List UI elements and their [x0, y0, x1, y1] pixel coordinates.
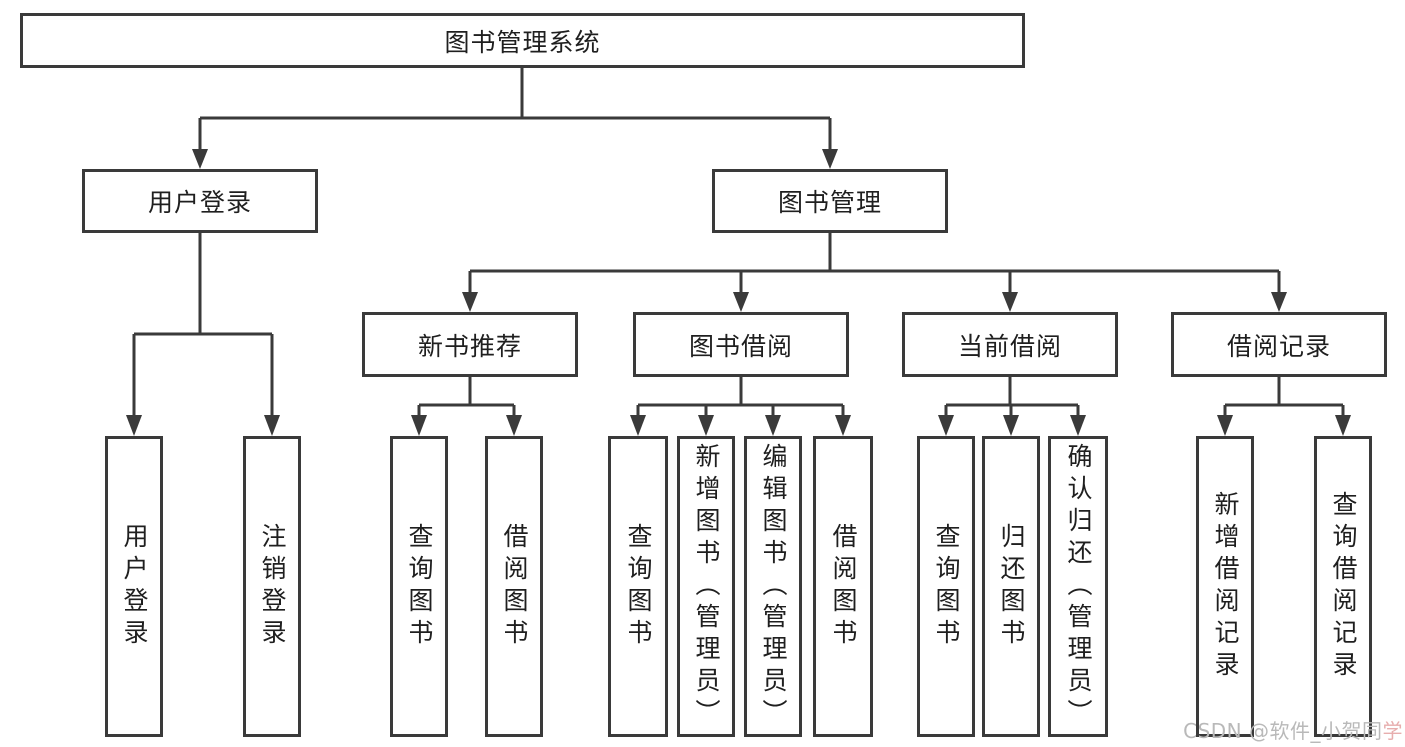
watermark-text: CSDN @软件_小贺同 [1183, 719, 1383, 743]
connector-root-to-level2 [192, 68, 838, 169]
connector-book-management-children [462, 233, 1287, 312]
arrow-down-icon [1217, 415, 1233, 436]
watermark: CSDN @软件_小贺同学 [1183, 715, 1403, 744]
node-root: 图书管理系统 [20, 13, 1025, 68]
arrow-down-icon [938, 415, 954, 436]
arrow-down-icon [1003, 415, 1019, 436]
arrow-down-icon [835, 415, 851, 436]
node-cb-confirm-return: 确认归还（管理员） [1048, 436, 1108, 737]
node-cb-return-book: 归还图书 [982, 436, 1040, 737]
arrow-down-icon [506, 415, 522, 436]
arrow-down-icon [192, 149, 208, 169]
node-bb-query-book: 查询图书 [608, 436, 668, 737]
connector-user-login-children [126, 233, 280, 436]
node-current-borrow: 当前借阅 [902, 312, 1118, 377]
node-br-add-record: 新增借阅记录 [1196, 436, 1254, 737]
node-cb-query-book: 查询图书 [917, 436, 975, 737]
node-login: 用户登录 [105, 436, 163, 737]
watermark-text-accent: 学 [1382, 719, 1403, 743]
node-bb-add-book: 新增图书（管理员） [677, 436, 735, 737]
arrow-down-icon [733, 292, 749, 312]
node-user-login: 用户登录 [82, 169, 318, 233]
arrow-down-icon [411, 415, 427, 436]
connector-book-borrow-children [630, 377, 851, 436]
connector-new-book-recommend-children [411, 377, 522, 436]
node-br-query-record: 查询借阅记录 [1314, 436, 1372, 737]
arrow-down-icon [1271, 292, 1287, 312]
arrow-down-icon [1070, 415, 1086, 436]
node-book-borrow: 图书借阅 [633, 312, 849, 377]
arrow-down-icon [1335, 415, 1351, 436]
arrow-down-icon [698, 415, 714, 436]
node-bb-edit-book: 编辑图书（管理员） [744, 436, 802, 737]
arrow-down-icon [822, 149, 838, 169]
node-borrow-record: 借阅记录 [1171, 312, 1387, 377]
arrow-down-icon [462, 292, 478, 312]
node-book-management: 图书管理 [712, 169, 948, 233]
node-nbr-query-book: 查询图书 [390, 436, 448, 737]
node-nbr-borrow-book: 借阅图书 [485, 436, 543, 737]
arrow-down-icon [630, 415, 646, 436]
connector-current-borrow-children [938, 377, 1086, 436]
arrow-down-icon [126, 415, 142, 436]
connector-borrow-record-children [1217, 377, 1351, 436]
arrow-down-icon [264, 415, 280, 436]
node-logout: 注销登录 [243, 436, 301, 737]
node-new-book-recommend: 新书推荐 [362, 312, 578, 377]
node-bb-borrow-book: 借阅图书 [813, 436, 873, 737]
arrow-down-icon [1002, 292, 1018, 312]
arrow-down-icon [765, 415, 781, 436]
